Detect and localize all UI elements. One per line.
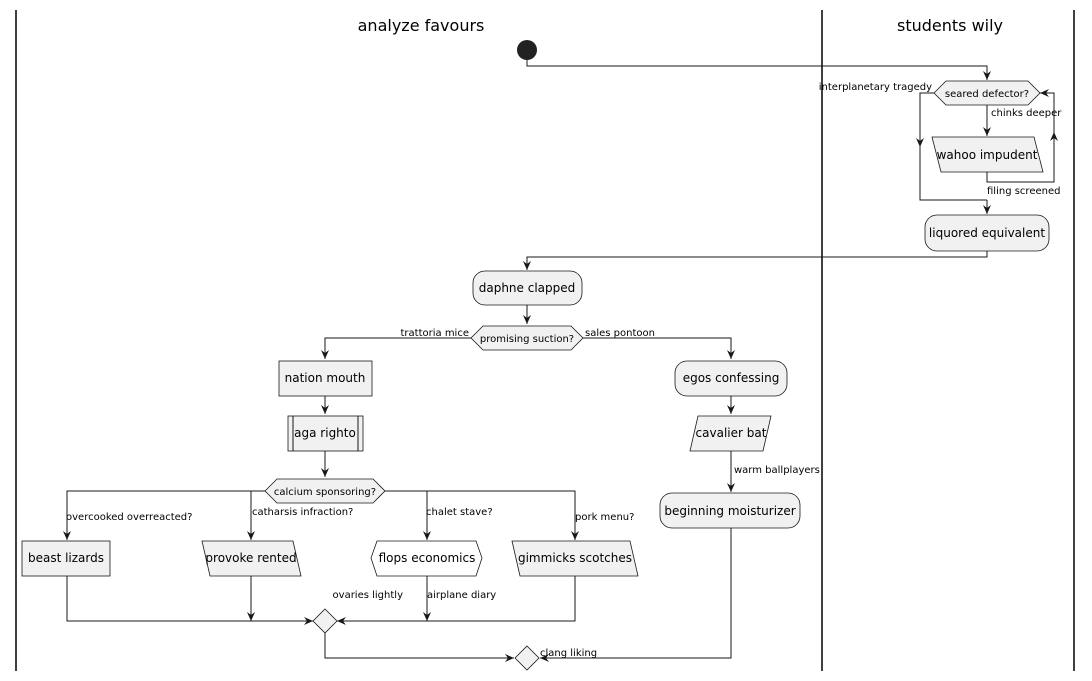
edge-trattoria-mice	[321, 337, 471, 359]
activity-flops-economics-label: flops economics	[379, 551, 476, 565]
label-ovaries-lightly: ovaries lightly	[333, 590, 404, 601]
edge-gimmicks-to-merge	[337, 576, 576, 625]
decision-seared-defector: seared defector?	[933, 80, 1041, 106]
edge-chalet-stave	[385, 490, 431, 540]
activity-daphne-clapped-label: daphne clapped	[479, 281, 576, 295]
label-sales-pontoon: sales pontoon	[585, 328, 655, 339]
label-overcooked-overreacted: overcooked overreacted?	[66, 512, 192, 523]
activity-nation-mouth-label: nation mouth	[285, 371, 366, 385]
label-trattoria-mice: trattoria mice	[401, 328, 470, 339]
activity-liquored-equivalent-label: liquored equivalent	[929, 226, 1045, 240]
subprocess-aga-righto: aga righto	[287, 415, 364, 452]
io-wahoo-impudent-label: wahoo impudent	[937, 148, 1038, 162]
label-pork-menu: pork menu?	[575, 512, 634, 523]
edge-bypass-to-merge	[919, 147, 987, 201]
edge-overcooked-overreacted	[63, 490, 265, 540]
io-wahoo-impudent: wahoo impudent	[931, 136, 1044, 173]
subprocess-aga-righto-label: aga righto	[294, 426, 356, 440]
start-node	[517, 40, 537, 60]
activity-liquored-equivalent: liquored equivalent	[924, 214, 1050, 252]
io-cavalier-bat-label: cavalier bat	[696, 426, 767, 440]
edge-pork-menu	[427, 490, 579, 540]
io-provoke-rented-label: provoke rented	[205, 551, 296, 565]
label-interplanetary-tragedy: interplanetary tragedy	[819, 82, 932, 93]
edge-clang-liking	[540, 528, 732, 662]
activity-beginning-moisturizer-label: beginning moisturizer	[664, 504, 795, 518]
decision-promising-suction: promising suction?	[470, 325, 584, 351]
label-warm-ballplayers: warm ballplayers	[734, 465, 820, 476]
activity-beast-lizards: beast lizards	[21, 540, 111, 577]
label-airplane-diary: airplane diary	[427, 590, 496, 601]
label-filing-screened: filing screened	[987, 186, 1060, 197]
edge-merge-to-final	[324, 633, 514, 662]
activity-egos-confessing: egos confessing	[674, 360, 788, 397]
decision-calcium-sponsoring-label: calcium sponsoring?	[274, 487, 376, 498]
label-chalet-stave: chalet stave?	[426, 507, 493, 518]
activity-daphne-clapped: daphne clapped	[472, 270, 583, 306]
edge-sales-pontoon	[583, 337, 735, 359]
activity-beginning-moisturizer: beginning moisturizer	[659, 492, 801, 529]
io-provoke-rented: provoke rented	[201, 540, 302, 577]
label-catharsis-infraction: catharsis infraction?	[252, 507, 353, 518]
decision-calcium-sponsoring: calcium sponsoring?	[264, 478, 386, 504]
lane-title-students-wily: students wily	[897, 16, 1003, 35]
edge-beast-to-merge	[66, 576, 313, 625]
edge-filing-screened	[986, 132, 1058, 183]
io-gimmicks-scotches-label: gimmicks scotches	[518, 551, 632, 565]
activity-egos-confessing-label: egos confessing	[683, 371, 780, 385]
activity-beast-lizards-label: beast lizards	[28, 551, 104, 565]
io-gimmicks-scotches: gimmicks scotches	[511, 540, 639, 577]
activity-nation-mouth: nation mouth	[278, 360, 373, 397]
io-cavalier-bat: cavalier bat	[689, 415, 772, 452]
edge-start-to-seared-defector	[526, 60, 991, 80]
decision-promising-suction-label: promising suction?	[480, 334, 574, 345]
edge-liquored-to-daphne	[523, 251, 988, 270]
merge-diamond-final	[514, 645, 540, 671]
label-chinks-deeper: chinks deeper	[991, 108, 1062, 119]
label-clang-liking: clang liking	[540, 648, 597, 659]
edge-loop-return	[1040, 89, 1055, 135]
merge-diamond-left	[312, 608, 338, 634]
activity-flops-economics: flops economics	[370, 540, 483, 577]
edge-interplanetary-tragedy	[916, 92, 934, 147]
decision-seared-defector-label: seared defector?	[945, 89, 1029, 100]
lane-title-analyze-favours: analyze favours	[358, 16, 485, 35]
